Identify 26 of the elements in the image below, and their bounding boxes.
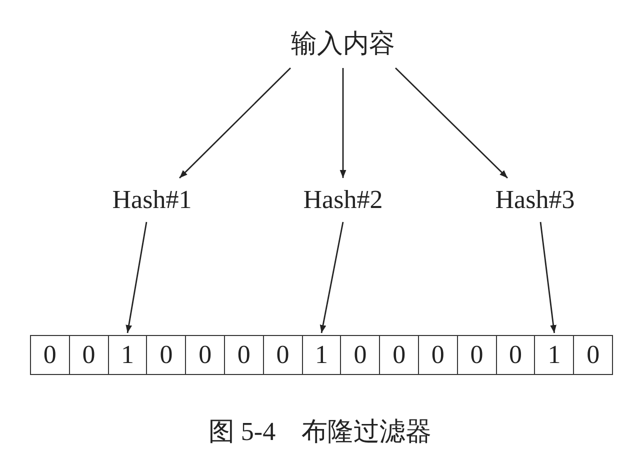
bit-cell: 0 <box>456 335 497 375</box>
bit-cell: 0 <box>185 335 225 375</box>
bit-cell: 1 <box>302 335 342 375</box>
bit-cell: 0 <box>496 335 536 375</box>
bit-cell: 0 <box>573 335 613 375</box>
hash-function-label: Hash#3 <box>480 180 590 220</box>
bit-cell: 1 <box>534 335 574 375</box>
bit-cell: 0 <box>379 335 419 375</box>
arrow <box>320 222 344 334</box>
bit-cell: 0 <box>418 335 458 375</box>
hash-function-label: Hash#2 <box>288 180 398 220</box>
bit-cell: 0 <box>146 335 186 375</box>
caption: 图 5-4 布隆过滤器 <box>207 416 433 448</box>
bit-cell: 0 <box>68 335 109 375</box>
bit-cell: 1 <box>108 335 148 375</box>
arrow <box>179 68 291 178</box>
hash-function-label: Hash#1 <box>97 180 207 220</box>
arrow <box>540 222 556 334</box>
arrow <box>340 68 346 178</box>
bit-cell: 0 <box>224 335 264 375</box>
bit-cell: 0 <box>30 335 70 375</box>
bit-cell: 0 <box>340 335 380 375</box>
arrow <box>395 68 508 178</box>
bit-cell: 0 <box>262 335 303 375</box>
arrow <box>126 222 148 334</box>
input-label: 输入内容 <box>268 22 418 66</box>
